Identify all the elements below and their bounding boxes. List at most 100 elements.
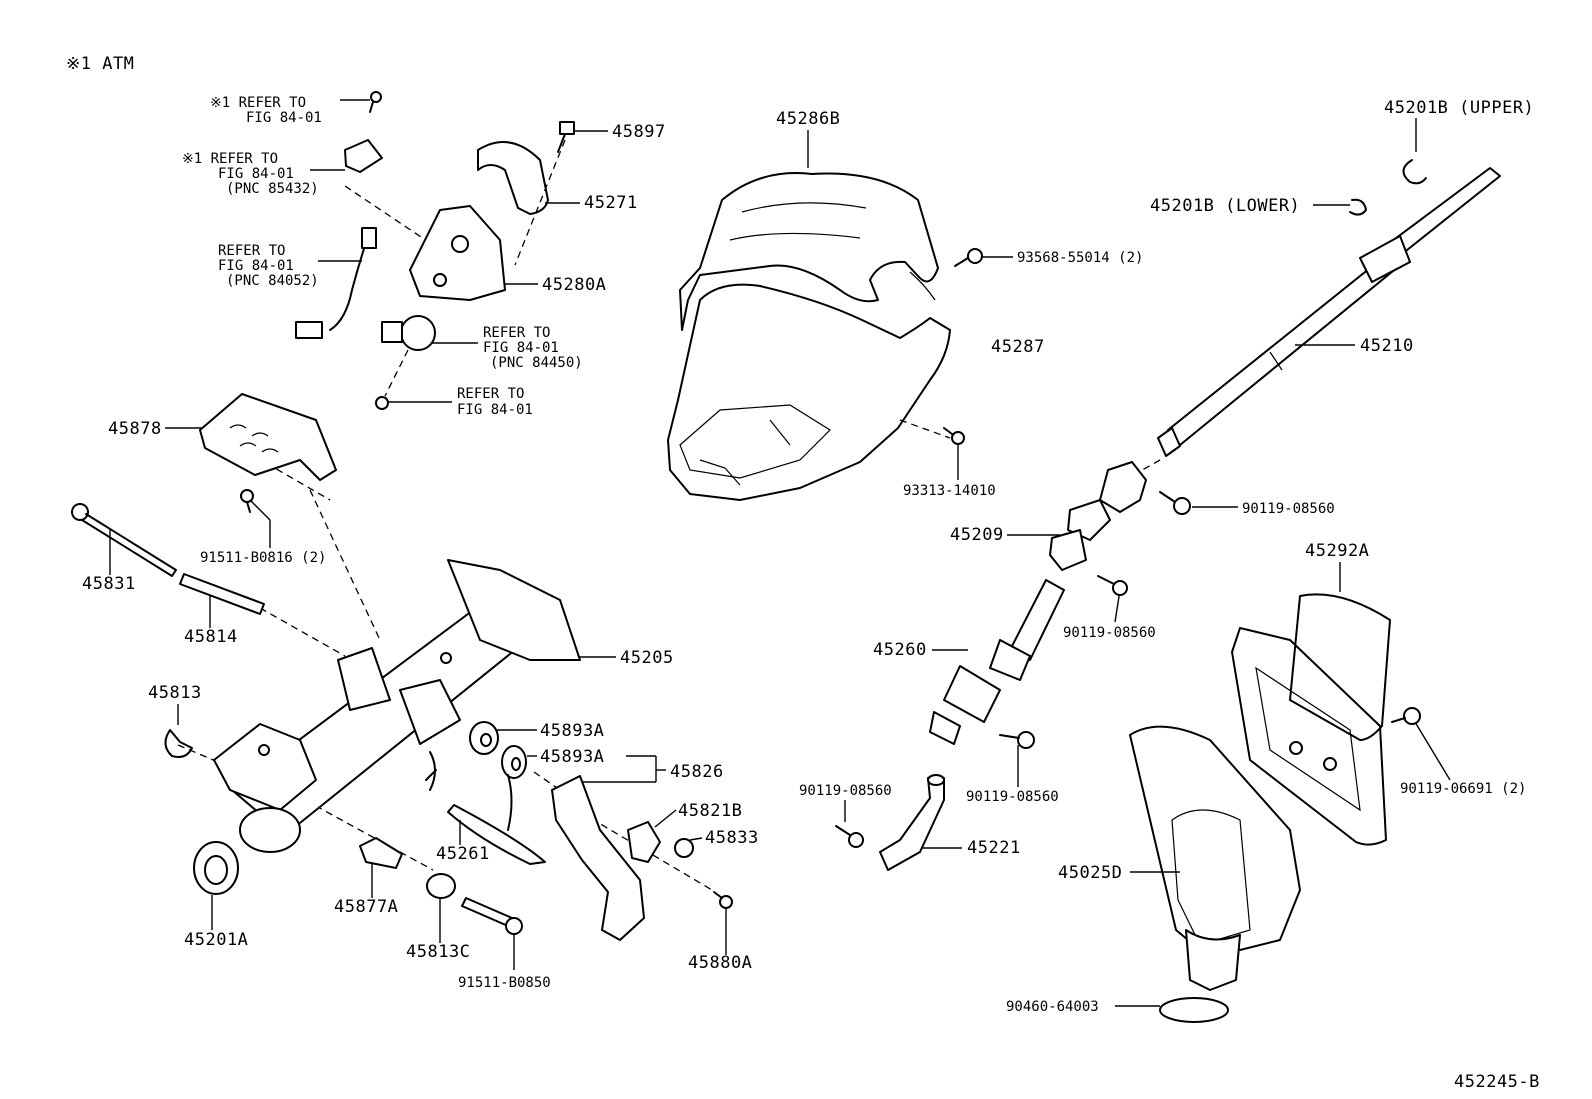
label-90119-08560-d: 90119-08560 <box>799 783 892 799</box>
refer-note-3: REFER TO FIG 84-01 (PNC 84052) <box>218 243 319 289</box>
label-45260: 45260 <box>873 640 927 660</box>
screw-45880A-icon <box>713 891 733 909</box>
header-note: ※1 ATM <box>66 54 134 74</box>
svg-text:(PNC 84450): (PNC 84450) <box>490 355 583 371</box>
nut-45821B-icon <box>627 821 661 863</box>
spring-lever-45261 <box>425 751 546 865</box>
label-45826: 45826 <box>670 762 724 782</box>
cover-45292A <box>1231 593 1391 846</box>
column-tube-45205 <box>213 559 581 853</box>
label-45271: 45271 <box>584 193 638 213</box>
label-45893A-2: 45893A <box>540 747 604 767</box>
wire-84052 <box>295 227 377 339</box>
pin-45877A <box>359 837 403 869</box>
label-45221: 45221 <box>967 838 1021 858</box>
label-45813: 45813 <box>148 683 202 703</box>
label-91511-B0816: 91511-B0816 (2) <box>200 550 326 566</box>
screw-45897-icon <box>557 121 575 153</box>
label-45893A-1: 45893A <box>540 721 604 741</box>
boot-45025D <box>1129 725 1301 991</box>
leader-lines <box>109 99 1451 1007</box>
label-93568-55014: 93568-55014 (2) <box>1017 250 1143 266</box>
label-91511-B0850: 91511-B0850 <box>458 975 551 991</box>
label-45880A: 45880A <box>688 953 752 973</box>
svg-text:FIG 84-01: FIG 84-01 <box>218 258 294 274</box>
label-90119-08560-b: 90119-08560 <box>1063 625 1156 641</box>
bushing-45201A <box>193 841 239 895</box>
nut-45833-icon <box>674 838 694 858</box>
label-45280A: 45280A <box>542 275 606 295</box>
snap-ring-lower-icon <box>1349 198 1367 216</box>
screw-refer-5-icon <box>375 396 389 410</box>
svg-text:FIG 84-01: FIG 84-01 <box>483 340 559 356</box>
bolt-91511-B0850 <box>461 897 523 935</box>
universal-joint-45209 <box>1049 461 1147 571</box>
svg-text:(PNC 84052): (PNC 84052) <box>226 273 319 289</box>
svg-text:FIG 84-01: FIG 84-01 <box>246 110 322 126</box>
refer-note-5: REFER TO FIG 84-01 <box>457 386 533 418</box>
label-45814: 45814 <box>184 627 238 647</box>
label-90119-06691: 90119-06691 (2) <box>1400 781 1526 797</box>
bolt-91511-B0816-icon <box>240 489 254 513</box>
bolt-90119-a-icon <box>1159 491 1191 515</box>
svg-text:REFER TO: REFER TO <box>457 386 524 402</box>
snap-ring-upper-icon <box>1402 159 1427 185</box>
svg-text:REFER TO: REFER TO <box>218 243 285 259</box>
svg-text:FIG 84-01: FIG 84-01 <box>457 402 533 418</box>
label-45897: 45897 <box>612 122 666 142</box>
label-45201B-lower: 45201B (LOWER) <box>1150 196 1300 216</box>
label-45831: 45831 <box>82 574 136 594</box>
refer-note-4: REFER TO FIG 84-01 (PNC 84450) <box>483 325 583 371</box>
figure-id: 452245-B <box>1454 1072 1540 1092</box>
bolt-90119-d-icon <box>835 825 864 848</box>
column-cover-upper-45286B <box>679 172 939 331</box>
label-45210: 45210 <box>1360 336 1414 356</box>
label-93313-14010: 93313-14010 <box>903 483 996 499</box>
label-45205: 45205 <box>620 648 674 668</box>
label-90460-64003: 90460-64003 <box>1006 999 1099 1015</box>
washer-45893A-2 <box>501 745 527 779</box>
label-90119-08560-a: 90119-08560 <box>1242 501 1335 517</box>
bolt-45831 <box>71 503 177 577</box>
label-45813C: 45813C <box>406 942 470 962</box>
pin-45814 <box>179 573 265 615</box>
lever-45826 <box>551 775 645 941</box>
svg-text:FIG 84-01: FIG 84-01 <box>218 166 294 182</box>
ring-45813C <box>426 873 456 899</box>
clamp-ring-90460-icon <box>1159 997 1229 1023</box>
svg-text:※1 REFER TO: ※1 REFER TO <box>210 95 306 111</box>
main-shaft-45210 <box>1157 167 1501 457</box>
plate-45878 <box>199 393 337 481</box>
label-45201B-upper: 45201B (UPPER) <box>1384 98 1534 118</box>
switch-84450 <box>381 315 436 351</box>
label-45821B: 45821B <box>678 801 742 821</box>
bolt-93568-icon <box>954 248 983 267</box>
label-45877A: 45877A <box>334 897 398 917</box>
label-45209: 45209 <box>950 525 1004 545</box>
label-90119-08560-e: 90119-08560 <box>966 789 1059 805</box>
bracket-45271 <box>477 141 549 215</box>
washer-45893A-1 <box>469 721 499 755</box>
bolt-90119-e-icon <box>999 731 1035 749</box>
bolt-93313-icon <box>943 427 965 445</box>
label-45025D: 45025D <box>1058 863 1122 883</box>
label-45261: 45261 <box>436 844 490 864</box>
clip-45813 <box>164 729 193 758</box>
relay-85432 <box>344 139 383 173</box>
label-45292A: 45292A <box>1305 541 1369 561</box>
joint-45221 <box>879 774 945 871</box>
svg-text:(PNC 85432): (PNC 85432) <box>226 181 319 197</box>
refer-note-1: ※1 REFER TO FIG 84-01 <box>210 95 322 126</box>
label-45287: 45287 <box>991 337 1045 357</box>
label-45833: 45833 <box>705 828 759 848</box>
bracket-45280A <box>409 205 506 301</box>
refer-note-2: ※1 REFER TO FIG 84-01 (PNC 85432) <box>182 151 319 197</box>
intermediate-shaft-45260 <box>929 579 1065 745</box>
label-45878: 45878 <box>108 419 162 439</box>
label-45201A: 45201A <box>184 930 248 950</box>
label-45286B: 45286B <box>776 109 840 129</box>
svg-text:※1 REFER TO: ※1 REFER TO <box>182 151 278 167</box>
column-cover-lower-45287 <box>667 283 951 501</box>
bolt-90119-06691-icon <box>1391 707 1421 725</box>
